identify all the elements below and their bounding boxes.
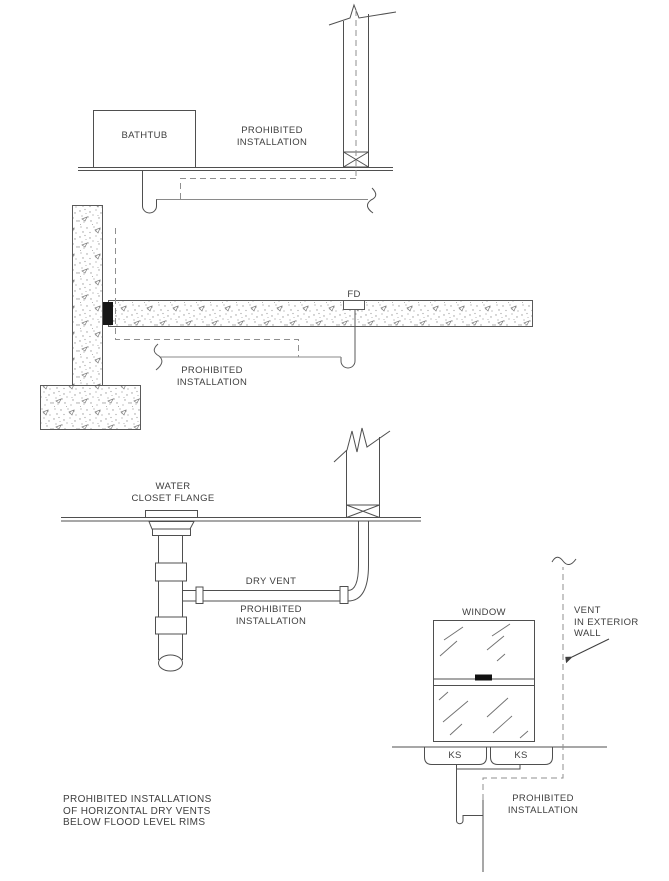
- kitchen-sink-diagram: [392, 556, 610, 872]
- prohibited-note-bathtub: PROHIBITED INSTALLATION: [236, 125, 308, 148]
- closet-flange: [145, 510, 198, 518]
- sink-bowl-left: [424, 747, 487, 765]
- sink-waste-piping: [456, 764, 521, 825]
- bathtub-label: BATHTUB: [121, 130, 168, 141]
- vent-terminal-box: [346, 504, 380, 518]
- pipe-hub: [339, 586, 349, 604]
- prohibited-vent-path: [180, 10, 357, 199]
- dry-vent-label: DRY VENT: [245, 576, 297, 587]
- glass-reflection-lines: [438, 623, 529, 739]
- pipe-hub: [155, 616, 187, 635]
- flange-bell: [148, 521, 195, 530]
- concrete-wall: [72, 205, 103, 386]
- tub-trap: [142, 170, 157, 214]
- floor-drain-label: FD: [347, 289, 361, 300]
- floor-line: [61, 517, 421, 522]
- window-latch: [475, 674, 492, 681]
- prohibited-note-water-closet: PROHIBITED INSTALLATION: [235, 604, 307, 627]
- water-closet-flange-label: WATER CLOSET FLANGE: [131, 481, 215, 504]
- bathtub-outline: [93, 110, 196, 168]
- bathtub-diagram: [78, 3, 397, 214]
- pipe-end: [158, 654, 183, 672]
- prohibited-note-floor-drain: PROHIBITED INSTALLATION: [176, 365, 248, 388]
- pipe-break-icon: [153, 343, 163, 371]
- vent-stack: [346, 437, 380, 505]
- window-label: WINDOW: [462, 607, 506, 618]
- concrete-slab: [108, 300, 533, 327]
- dry-vent-pipe: [203, 590, 348, 602]
- pipe-break-icon: [367, 187, 377, 214]
- prohibited-vent-path: [482, 567, 564, 800]
- kitchen-sink-right-label: KS: [514, 750, 528, 761]
- pipe-hub: [155, 562, 187, 582]
- figure-caption: PROHIBITED INSTALLATIONS OF HORIZONTAL D…: [63, 794, 212, 828]
- vent-riser: [358, 521, 369, 565]
- vent-elbow: [347, 564, 369, 602]
- pipe-break-icon: [328, 3, 397, 26]
- water-closet-diagram: [61, 427, 421, 672]
- closet-stack: [158, 535, 183, 660]
- window-frame: [433, 620, 535, 742]
- vent-leader-arrow: [565, 638, 610, 664]
- prohibited-note-kitchen-sink: PROHIBITED INSTALLATION: [507, 793, 579, 816]
- pipe-break-icon: [551, 556, 577, 565]
- pipe-hub: [195, 586, 204, 604]
- vent-in-exterior-wall-label: VENT IN EXTERIOR WALL: [574, 605, 639, 639]
- vent-stack: [343, 14, 369, 152]
- floor-drain-trap: [340, 309, 356, 369]
- pipe-break-icon: [333, 427, 391, 463]
- dry-vent-stub: [182, 590, 196, 602]
- floor-drain-diagram: [40, 205, 533, 430]
- blocked-vent-terminal: [103, 302, 113, 325]
- sink-bowl-right: [490, 747, 553, 765]
- prohibited-vent-path: [115, 228, 299, 357]
- floor-drain-body: [343, 300, 365, 310]
- kitchen-sink-left-label: KS: [448, 750, 462, 761]
- concrete-footing: [40, 385, 141, 430]
